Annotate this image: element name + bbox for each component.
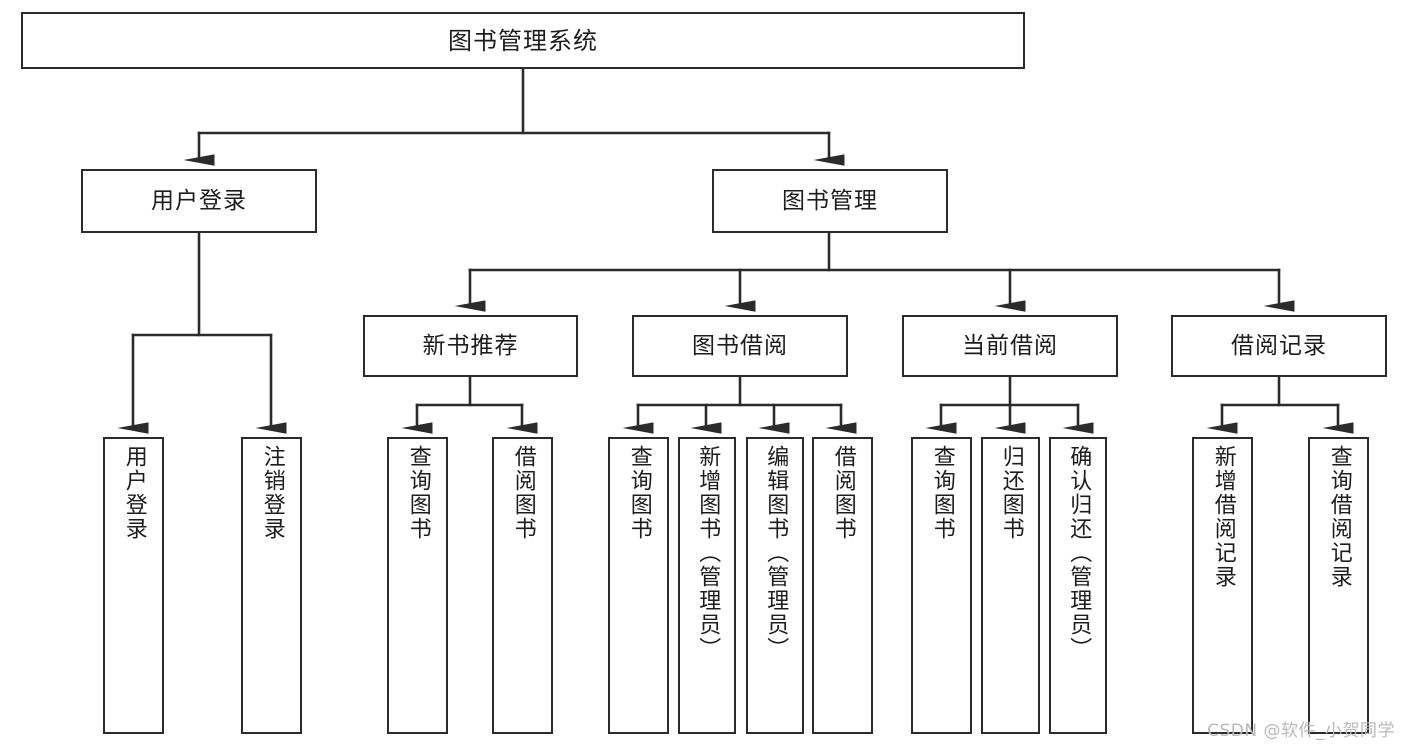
node-label: 借阅记录: [1231, 332, 1327, 359]
csdn-watermark: CSDN @软件_小贺同学: [1207, 721, 1395, 741]
node-book-borrow[interactable]: 图书借阅: [632, 315, 848, 377]
leaf-query-book-current[interactable]: 查询图书: [911, 437, 972, 734]
leaf-return-book[interactable]: 归还图书: [981, 437, 1040, 734]
leaf-confirm-return-admin[interactable]: 确认归还（管理员）: [1049, 437, 1107, 734]
node-borrow-record[interactable]: 借阅记录: [1171, 315, 1387, 377]
node-label: 查询图书: [626, 445, 652, 541]
node-label: 图书借阅: [692, 332, 788, 359]
leaf-query-book-new-recommend[interactable]: 查询图书: [387, 437, 448, 734]
node-label: 图书管理系统: [448, 26, 598, 55]
leaf-query-book-borrow[interactable]: 查询图书: [608, 437, 669, 734]
node-label: 编辑图书（管理员）: [763, 445, 789, 661]
leaf-add-borrow-record[interactable]: 新增借阅记录: [1192, 437, 1253, 734]
leaf-logout[interactable]: 注销登录: [241, 437, 302, 734]
leaf-add-book-admin[interactable]: 新增图书（管理员）: [678, 437, 736, 734]
node-label: 借阅图书: [510, 445, 536, 541]
leaf-borrow-book-new-recommend[interactable]: 借阅图书: [492, 437, 553, 734]
node-label: 用户登录: [151, 187, 247, 214]
leaf-borrow-book-borrow[interactable]: 借阅图书: [812, 437, 873, 734]
node-user-login[interactable]: 用户登录: [81, 169, 317, 233]
node-label: 新书推荐: [422, 332, 519, 359]
node-label: 用户登录: [121, 445, 147, 541]
node-label: 当前借阅: [962, 332, 1058, 359]
node-root-book-management-system[interactable]: 图书管理系统: [21, 12, 1025, 69]
node-book-manage[interactable]: 图书管理: [712, 169, 948, 233]
node-label: 新增借阅记录: [1210, 445, 1236, 589]
leaf-edit-book-admin[interactable]: 编辑图书（管理员）: [746, 437, 804, 734]
node-label: 图书管理: [782, 187, 878, 214]
node-label: 查询图书: [405, 445, 431, 541]
leaf-user-login[interactable]: 用户登录: [103, 437, 164, 734]
node-new-book-recommend[interactable]: 新书推荐: [363, 315, 578, 377]
node-label: 归还图书: [998, 445, 1024, 541]
node-label: 查询借阅记录: [1326, 445, 1352, 589]
node-label: 确认归还（管理员）: [1066, 445, 1092, 661]
leaf-query-borrow-record[interactable]: 查询借阅记录: [1308, 437, 1369, 734]
node-label: 借阅图书: [830, 445, 856, 541]
node-label: 查询图书: [929, 445, 955, 541]
node-label: 注销登录: [259, 445, 285, 541]
node-label: 新增图书（管理员）: [695, 445, 721, 661]
node-current-borrow[interactable]: 当前借阅: [902, 315, 1118, 377]
